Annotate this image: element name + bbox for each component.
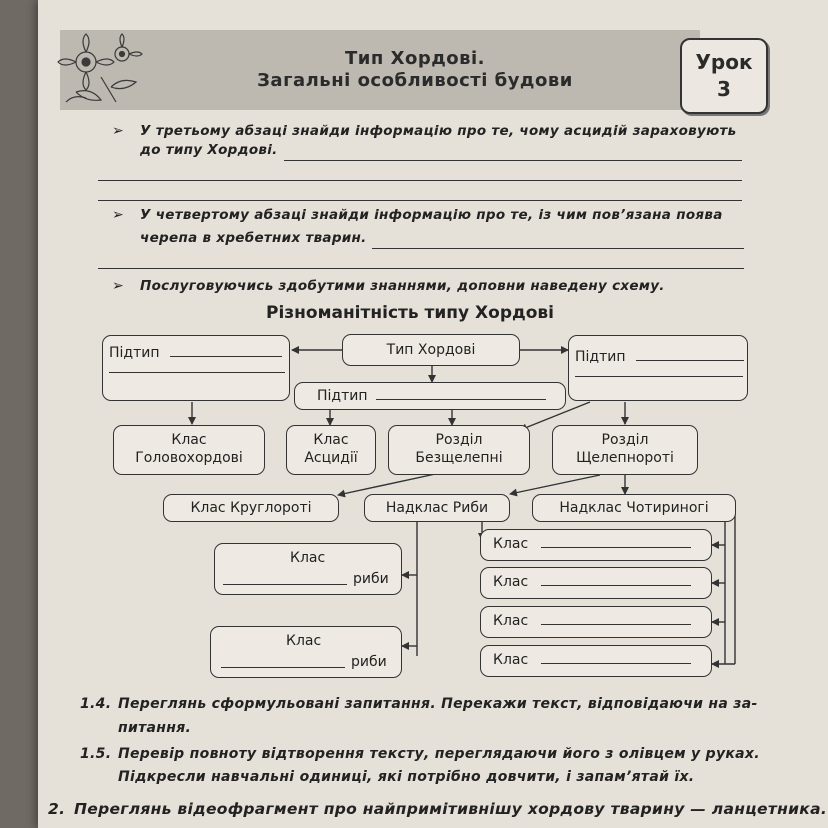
diagram-title: Різноманітність типу Хордові (265, 303, 554, 323)
subtype-box-left: Підтип (102, 335, 290, 401)
lesson-number: 3 (717, 77, 731, 101)
flower-ornament-icon (57, 33, 143, 103)
tetrapod-class-box: Клас (480, 567, 712, 599)
division-gnathostomata-box: Розділ Щелепнороті (552, 425, 698, 475)
answer-blank[interactable] (635, 360, 744, 361)
tetrapod-class-box: Клас (480, 606, 712, 638)
item-text: Переглянь сформульовані запитання. Перек… (118, 696, 758, 712)
box-line: Безщелепні (415, 450, 503, 466)
box-line: Розділ (601, 432, 649, 448)
bullet-arrow-icon: ➢ (112, 207, 124, 223)
task-text: черепа в хребетних тварин. (140, 230, 367, 246)
box-line: Щелепнороті (576, 450, 674, 466)
class-label: Клас (493, 613, 529, 629)
page-title-line2: Загальні особливості будови (257, 70, 573, 91)
fish-suffix: риби (351, 654, 387, 670)
answer-blank[interactable] (109, 372, 285, 373)
box-line: Клас (171, 432, 207, 448)
answer-blank[interactable] (540, 585, 691, 586)
class-cyclostomes-box: Клас Круглороті (163, 494, 339, 522)
task-text: Послуговуючись здобутими знаннями, допов… (140, 278, 665, 294)
lesson-badge: Урок 3 (680, 38, 768, 114)
task-text: У четвертому абзаці знайди інформацію пр… (140, 207, 723, 223)
answer-line[interactable] (284, 160, 742, 161)
bullet-arrow-icon: ➢ (112, 123, 124, 139)
fish-suffix: риби (353, 571, 389, 587)
superclass-tetrapods-box: Надклас Чотириногі (532, 494, 736, 522)
box-line: Клас (313, 432, 349, 448)
subtype-label: Підтип (109, 345, 160, 361)
answer-blank[interactable] (540, 663, 691, 664)
subtype-box-middle: Підтип (294, 382, 566, 410)
box-line: Розділ (435, 432, 483, 448)
tetrapod-class-box: Клас (480, 645, 712, 677)
answer-line[interactable] (98, 180, 742, 181)
subtype-label: Підтип (317, 388, 368, 404)
workbook-page (38, 0, 828, 828)
fish-class-box: Клас риби (210, 626, 402, 678)
answer-line[interactable] (372, 248, 744, 249)
answer-line[interactable] (98, 200, 742, 201)
fish-class-label: Клас (286, 633, 322, 649)
subtype-box-right: Підтип (568, 335, 748, 401)
item-number: 1.4. (80, 696, 112, 712)
class-label: Клас (493, 574, 529, 590)
class-label: Клас (493, 536, 529, 552)
task-text: до типу Хордові. (140, 142, 278, 158)
answer-blank[interactable] (375, 399, 546, 400)
superclass-fish-box: Надклас Риби (364, 494, 510, 522)
tetrapod-class-box: Клас (480, 529, 712, 561)
answer-blank[interactable] (575, 376, 743, 377)
item-number: 1.5. (80, 746, 112, 762)
root-box: Тип Хордові (342, 334, 520, 366)
class-ascidians-box: Клас Асцидії (286, 425, 376, 475)
item-text: питання. (118, 720, 192, 736)
answer-blank[interactable] (540, 624, 691, 625)
class-label: Клас (493, 652, 529, 668)
box-line: Асцидії (304, 450, 358, 466)
division-acrania-box: Розділ Безщелепні (388, 425, 530, 475)
task-text: У третьому абзаці знайди інформацію про … (140, 123, 737, 139)
class-cephalochordates-box: Клас Головохордові (113, 425, 265, 475)
answer-blank[interactable] (221, 651, 345, 668)
box-line: Головохордові (135, 450, 243, 466)
fish-class-box: Клас риби (214, 543, 402, 595)
task-text: Переглянь відеофрагмент про найпримітивн… (74, 800, 828, 818)
header-banner (60, 30, 700, 110)
answer-line[interactable] (98, 268, 744, 269)
bullet-arrow-icon: ➢ (112, 278, 124, 294)
fish-class-label: Клас (290, 550, 326, 566)
answer-blank[interactable] (223, 568, 347, 585)
item-text: Перевір повноту відтворення тексту, пере… (118, 746, 760, 762)
lesson-label: Урок (695, 50, 753, 74)
answer-blank[interactable] (540, 547, 691, 548)
page-title-line1: Тип Хордові. (344, 48, 486, 69)
subtype-label: Підтип (575, 349, 626, 365)
answer-blank[interactable] (169, 356, 282, 357)
task-number: 2. (48, 800, 66, 818)
item-text: Підкресли навчальні одиниці, які потрібн… (118, 769, 695, 785)
